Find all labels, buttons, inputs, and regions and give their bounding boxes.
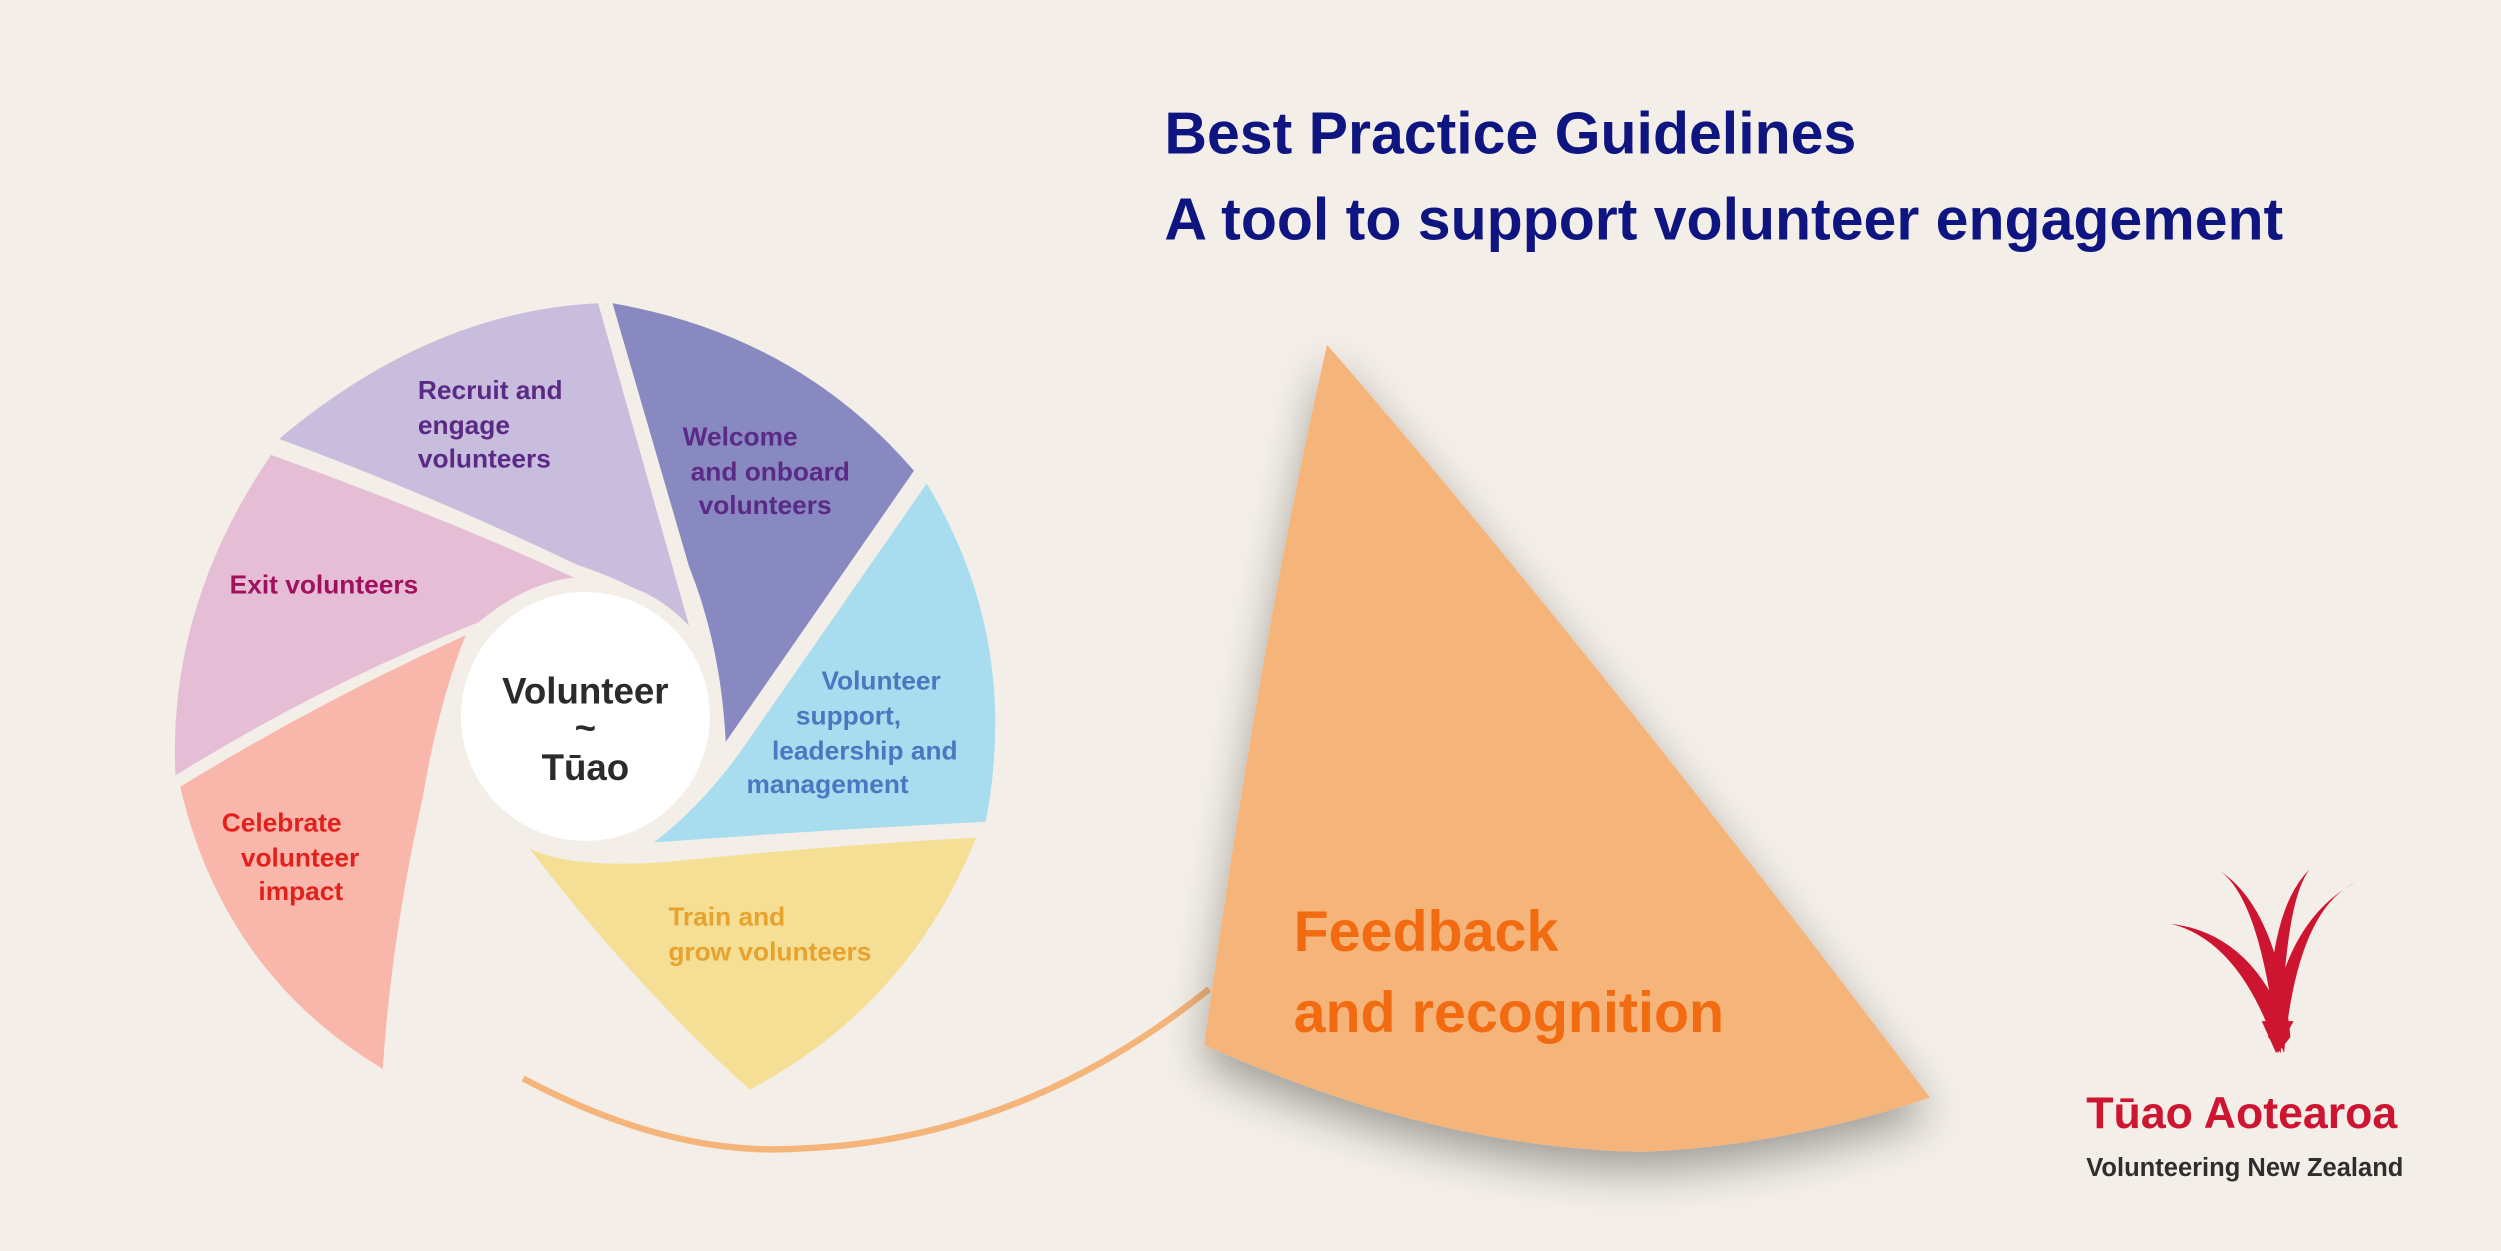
logo: Tūao Aotearoa Volunteering New Zealand <box>2086 869 2403 1182</box>
label-line: management <box>746 769 908 799</box>
segment-support[interactable] <box>653 483 996 843</box>
label-line: volunteers <box>418 444 551 474</box>
segment-train[interactable] <box>529 837 977 1090</box>
label-line: support, <box>796 700 901 730</box>
label-celebrate: Celebrate volunteer impact <box>222 807 360 906</box>
label-line: impact <box>258 876 343 906</box>
segment-welcome[interactable] <box>612 303 914 742</box>
label-feedback: Feedback and recognition <box>1294 900 1725 1045</box>
label-line: engage <box>418 410 510 440</box>
center-line-3: Tūao <box>542 747 630 788</box>
label-line: Feedback <box>1294 900 1559 964</box>
logo-tagline: Volunteering New Zealand <box>2086 1154 2403 1182</box>
segment-celebrate[interactable] <box>180 635 466 1069</box>
segment-recruit[interactable] <box>279 303 690 626</box>
label-line: Volunteer <box>821 665 940 695</box>
center-line-2: ~ <box>575 707 596 748</box>
label-exit: Exit volunteers <box>230 570 419 600</box>
center-label: Volunteer ~ Tūao <box>502 671 668 789</box>
label-train: Train and grow volunteers <box>668 901 871 966</box>
segment-exit[interactable] <box>174 454 575 776</box>
label-line: Celebrate <box>222 807 342 837</box>
label-line: grow volunteers <box>668 936 871 966</box>
label-line: Train and <box>668 901 785 931</box>
connector-curve <box>521 986 1212 1153</box>
center-circle <box>460 592 710 841</box>
label-line: volunteer <box>241 842 359 872</box>
title-line-1: Best Practice Guidelines <box>1164 100 1856 166</box>
center-line-1: Volunteer <box>502 671 668 712</box>
flax-icon <box>2170 869 2356 1053</box>
label-line: Welcome <box>683 421 798 451</box>
label-line: Recruit and <box>418 375 563 405</box>
label-line: Exit volunteers <box>230 570 419 600</box>
logo-name: Tūao Aotearoa <box>2086 1089 2398 1138</box>
title-line-2: A tool to support volunteer engagement <box>1164 187 2283 253</box>
label-line: leadership and <box>772 735 958 765</box>
label-line: and onboard <box>691 456 850 486</box>
label-welcome: Welcome and onboard volunteers <box>683 421 850 520</box>
label-support: Volunteer support, leadership and manage… <box>746 665 957 799</box>
label-recruit: Recruit and engage volunteers <box>418 375 563 474</box>
segment-feedback[interactable] <box>1204 344 1930 1152</box>
label-line: volunteers <box>699 490 832 520</box>
label-line: and recognition <box>1294 981 1725 1045</box>
